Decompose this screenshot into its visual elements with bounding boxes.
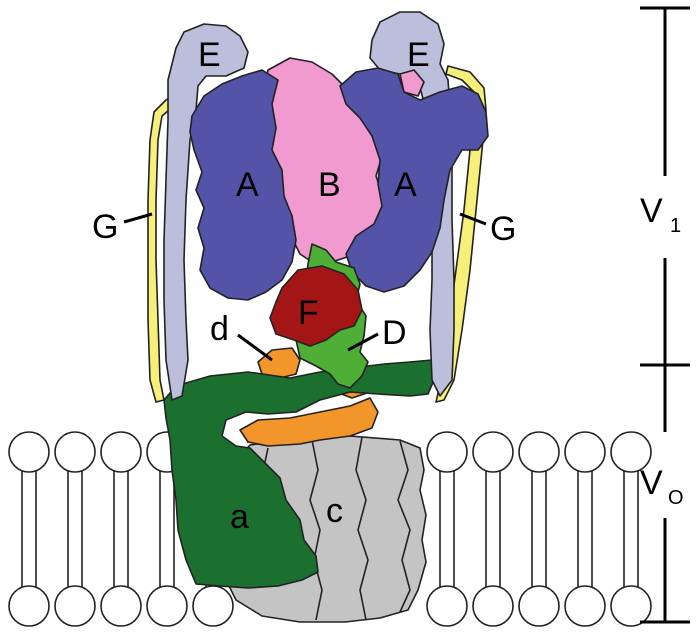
label-D: D — [382, 314, 407, 352]
lipid-tails-right — [439, 470, 639, 592]
label-F: F — [298, 294, 319, 332]
subunit-A-left — [189, 69, 297, 301]
lipid-heads-right-bottom — [426, 585, 652, 627]
label-V1-main: V — [640, 192, 663, 230]
lipid-heads-right-top — [426, 431, 652, 473]
label-A-left: A — [236, 166, 259, 204]
subunit-a — [163, 359, 435, 589]
G-left-body — [147, 83, 197, 403]
label-E-right: E — [407, 36, 430, 74]
label-G-right: G — [490, 210, 516, 248]
lipid-heads-left-bottom — [8, 585, 234, 627]
lipid-bilayer-left — [8, 431, 234, 627]
c-ring-seam-1 — [309, 439, 323, 621]
subunit-A-right — [339, 67, 489, 293]
leader-G-left — [123, 212, 153, 224]
label-A-right: A — [394, 166, 417, 204]
lipid-bilayer-right — [426, 431, 652, 627]
label-c: c — [326, 492, 343, 530]
E-left-body — [163, 23, 249, 401]
subunit-F — [269, 265, 363, 347]
A-left-body — [189, 69, 297, 301]
c-ring-seam-3 — [397, 440, 411, 613]
scale-bar — [640, 6, 690, 624]
label-E-left: E — [198, 36, 221, 74]
label-a: a — [230, 498, 249, 536]
label-Vo-main: V — [640, 464, 663, 502]
label-B: B — [318, 166, 341, 204]
label-G-left: G — [92, 208, 118, 246]
leader-G-right — [459, 212, 487, 226]
leader-d — [237, 333, 273, 362]
subunit-E-left — [163, 23, 249, 401]
A-right-body — [339, 67, 489, 293]
lipid-heads-left-top — [8, 431, 188, 473]
a-body — [163, 359, 435, 589]
stalk-G-left — [147, 83, 197, 403]
label-Vo-sub: O — [668, 487, 684, 509]
leader-D — [347, 332, 379, 352]
label-V1-sub: 1 — [670, 215, 681, 237]
c-ring-seam-2 — [355, 436, 369, 621]
d-lower-body — [239, 397, 379, 447]
label-d: d — [210, 310, 229, 348]
F-body — [269, 265, 363, 347]
